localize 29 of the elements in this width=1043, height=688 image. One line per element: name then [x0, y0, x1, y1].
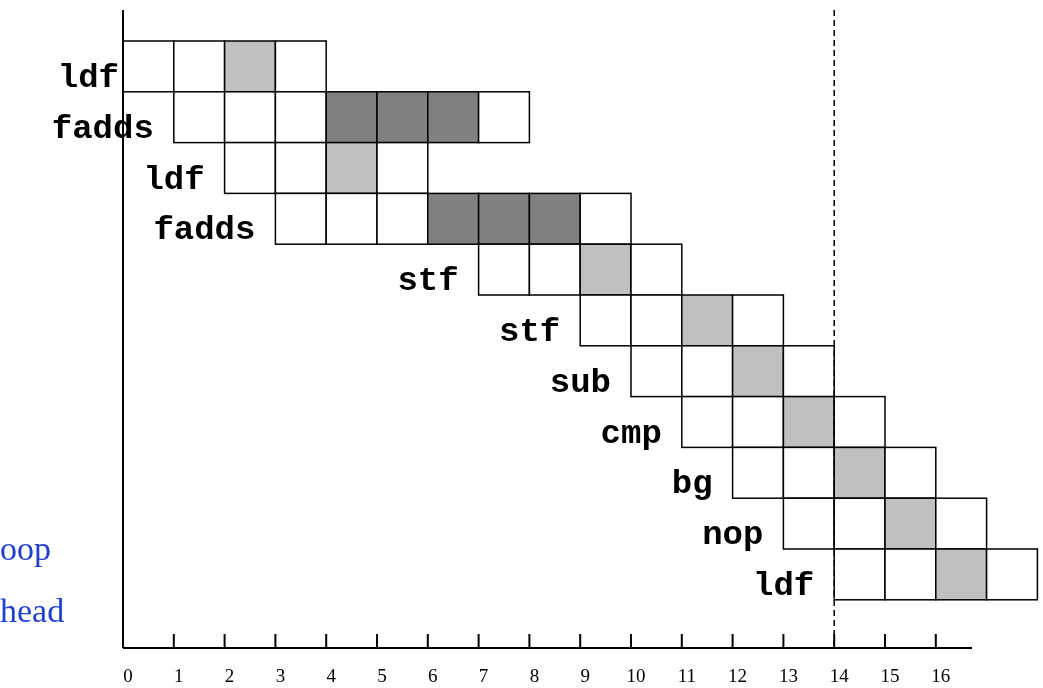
instruction-label: fadds: [153, 213, 256, 248]
instruction-label: ldf: [143, 162, 205, 197]
instruction-label: stf: [397, 264, 459, 299]
axis-tick-label: 2: [224, 666, 235, 685]
axis-tick-label: 6: [428, 666, 438, 685]
instruction-label: cmp: [600, 416, 662, 451]
axis-tick-label: 11: [677, 666, 696, 685]
axis-tick-label: 13: [778, 666, 798, 685]
axis-tick-label: 9: [580, 666, 590, 685]
instruction-label: stf: [499, 315, 561, 349]
instruction-label: ldf: [753, 569, 815, 603]
instruction-label: nop: [702, 518, 764, 553]
axis-tick-label: 16: [931, 666, 951, 685]
axis-tick-label: 15: [880, 666, 900, 685]
note-text: oop: [0, 532, 51, 566]
instruction-label: ldf: [57, 61, 119, 95]
axis-tick-label: 8: [529, 666, 540, 685]
axis-tick-label: 4: [326, 666, 336, 685]
axis-tick-label: 3: [275, 666, 286, 685]
axis-tick-label: 14: [829, 666, 849, 685]
axis-tick-label: 1: [174, 666, 184, 685]
axis-tick-label: 12: [728, 666, 748, 685]
instruction-label: sub: [549, 365, 611, 400]
axis-tick-label: 0: [123, 666, 133, 685]
note-text: head: [0, 594, 65, 628]
axis-tick-label: 7: [478, 666, 489, 685]
axis-tick-label: 10: [626, 666, 646, 685]
axis-tick-label: 5: [377, 666, 387, 685]
instruction-label: bg: [671, 467, 713, 502]
